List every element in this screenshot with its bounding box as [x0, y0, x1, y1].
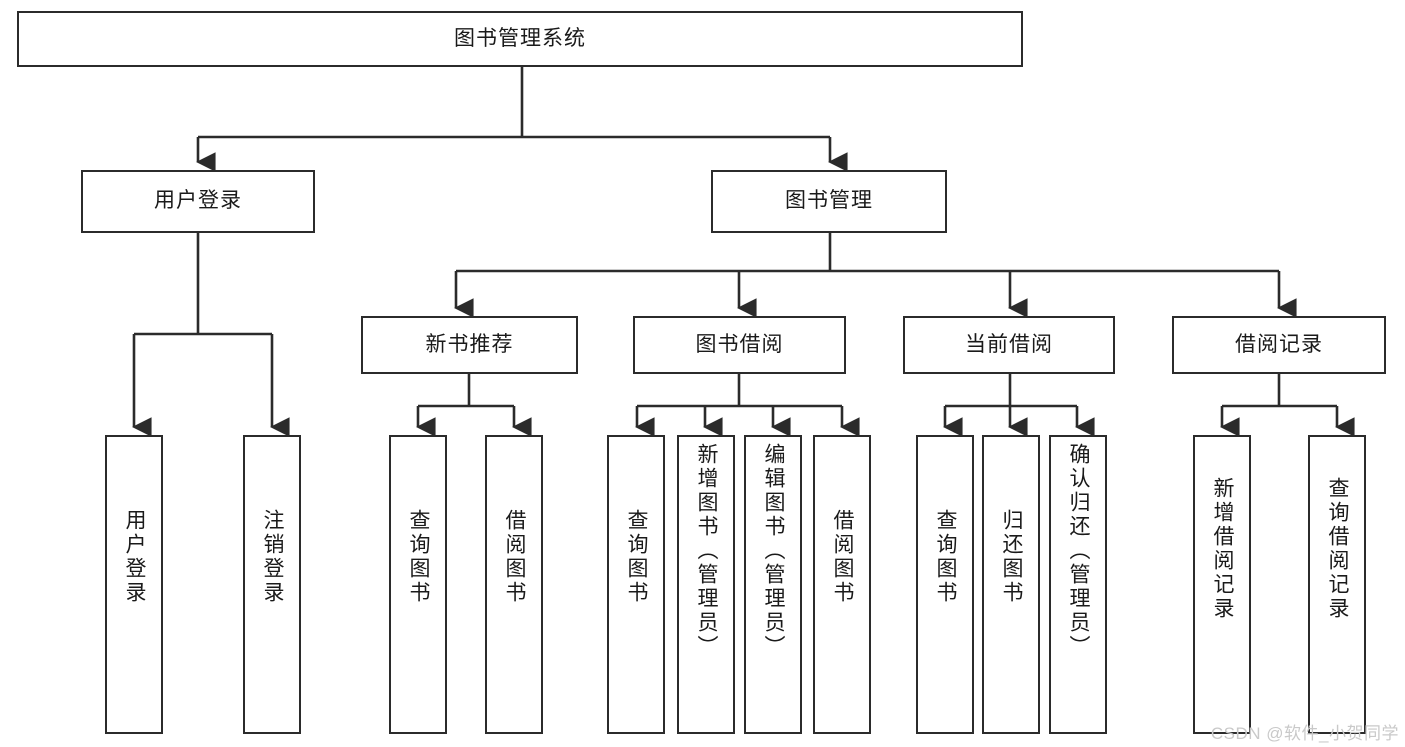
node-book-management[interactable]: 图书管理 [711, 170, 947, 233]
node-label: 编辑图书（管理员） [762, 443, 786, 659]
node-label: 查询图书 [407, 509, 431, 605]
node-root[interactable]: 图书管理系统 [17, 11, 1023, 67]
node-label: 用户登录 [154, 189, 242, 213]
node-label: 新增借阅记录 [1211, 477, 1235, 621]
node-label: 查询图书 [934, 509, 958, 605]
node-label: 新书推荐 [425, 332, 514, 356]
node-label: 新增图书（管理员） [695, 443, 719, 659]
node-label: 确认归还（管理员） [1067, 443, 1091, 659]
node-label: 注销登录 [261, 509, 285, 605]
leaf-add-borrow-record[interactable]: 新增借阅记录 [1193, 435, 1251, 734]
leaf-borrow-book[interactable]: 借阅图书 [813, 435, 871, 734]
node-book-borrow[interactable]: 图书借阅 [633, 316, 846, 374]
node-label: 图书借阅 [695, 332, 784, 356]
node-current-borrow[interactable]: 当前借阅 [903, 316, 1115, 374]
node-label: 查询图书 [625, 509, 649, 605]
leaf-borrow-book-recommend[interactable]: 借阅图书 [485, 435, 543, 734]
node-new-book-recommend[interactable]: 新书推荐 [361, 316, 578, 374]
leaf-add-book-admin[interactable]: 新增图书（管理员） [677, 435, 735, 734]
node-user-login[interactable]: 用户登录 [81, 170, 315, 233]
watermark: CSDN @软件_小贺同学 [1210, 724, 1399, 743]
node-label: 用户登录 [123, 509, 147, 605]
leaf-query-borrow-record[interactable]: 查询借阅记录 [1308, 435, 1366, 734]
node-borrow-record[interactable]: 借阅记录 [1172, 316, 1386, 374]
leaf-confirm-return-admin[interactable]: 确认归还（管理员） [1049, 435, 1107, 734]
leaf-user-login[interactable]: 用户登录 [105, 435, 163, 734]
leaf-edit-book-admin[interactable]: 编辑图书（管理员） [744, 435, 802, 734]
node-label: 查询借阅记录 [1326, 477, 1350, 621]
leaf-query-book-borrow[interactable]: 查询图书 [607, 435, 665, 734]
node-label: 图书管理 [785, 189, 873, 213]
node-label: 当前借阅 [965, 332, 1053, 356]
leaf-query-book-current[interactable]: 查询图书 [916, 435, 974, 734]
node-label: 归还图书 [1000, 509, 1024, 605]
node-label: 借阅图书 [831, 509, 855, 605]
leaf-query-book-recommend[interactable]: 查询图书 [389, 435, 447, 734]
node-label: 图书管理系统 [454, 26, 586, 50]
node-label: 借阅图书 [503, 509, 527, 605]
leaf-return-book[interactable]: 归还图书 [982, 435, 1040, 734]
leaf-logout[interactable]: 注销登录 [243, 435, 301, 734]
node-label: 借阅记录 [1235, 332, 1323, 356]
